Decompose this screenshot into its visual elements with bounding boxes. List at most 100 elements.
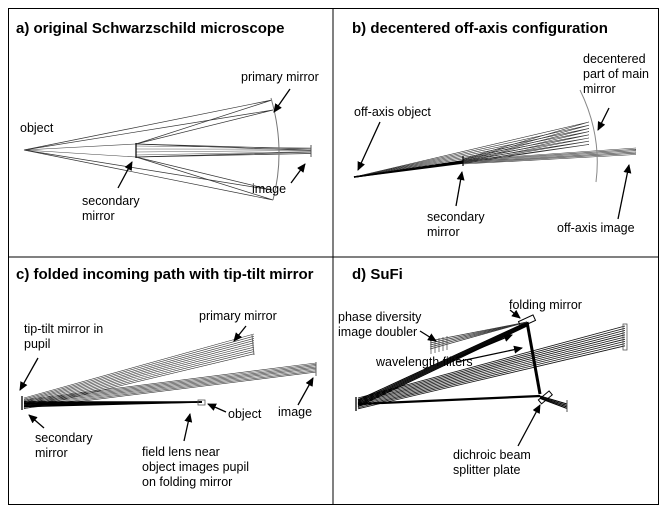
ray-a [23,149,137,158]
ray-c [23,367,317,406]
label-object-c: object [228,407,262,421]
ray-a [135,150,312,153]
ray-b [462,151,637,163]
label-primary-mirror: primary mirror [241,70,319,84]
ray-d [357,324,528,406]
label-primary-mirror-c: primary mirror [199,309,277,323]
ray-c [23,369,317,407]
ray-b [462,152,637,164]
arrow-secondary-mirror [117,161,133,189]
arrow-dichroic [517,404,541,447]
ray-c [23,351,255,408]
ray-c [23,364,317,402]
ray-d [539,396,568,406]
ray-c [23,370,317,408]
ray-d [525,321,542,395]
dichroic-plate-mark [537,390,553,405]
ray-d [357,334,626,404]
ray-d [539,395,568,405]
label-phase-diversity: phase diversity image doubler [338,310,425,339]
label-dichroic: dichroic beam splitter plate [453,448,534,477]
folding-mirror-mark [517,314,537,328]
arrow-field-lens [183,413,193,442]
ray-d [357,336,626,405]
label-off-axis-image: off-axis image [557,221,635,235]
arrow-off-axis-image [617,164,632,220]
decentered-mirror-arc [579,89,598,183]
ray-c [23,349,255,407]
ray-d [357,330,626,401]
ray-d [357,321,528,401]
ray-b [462,149,637,162]
arrow-secondary-mirror-b [455,171,465,207]
arrow-object-c [207,403,227,413]
label-secondary-mirror: secondary mirror [82,194,143,223]
primary-mirror-mark [251,334,255,356]
panel-c-optics [21,333,317,410]
ray-d [357,345,626,410]
label-folding-mirror: folding mirror [509,298,582,312]
arrow-filter-2 [455,345,523,363]
label-decentered-mirror: decentered part of main mirror [583,52,653,96]
ray-c [23,362,317,401]
ray-b [353,134,590,178]
ray-d [357,332,626,402]
arrow-primary-mirror [273,88,291,113]
ray-d [357,338,626,406]
arrow-tip-tilt-mirror [19,357,39,391]
label-field-lens: field lens near object images pupil on f… [142,445,253,489]
arrow-primary-mirror-c [233,325,247,342]
ray-a [23,149,312,201]
ray-c [23,335,255,400]
ray-c [23,333,255,399]
ray-b [353,162,464,178]
ray-b [353,121,590,178]
panel-d: d) SuFi phase diversity image doubler fo… [338,266,628,477]
arrow-image [290,163,306,184]
ray-d [357,341,626,407]
ray-d [357,323,528,404]
ray-c [23,338,255,401]
ray-d [357,394,541,406]
ray-b [353,128,590,178]
ray-c [23,366,317,404]
panel-b: b) decentered off-axis configuration off… [352,20,653,239]
ray-d [357,323,528,405]
ray-d [357,325,528,407]
primary-mirror-d-mark [622,323,628,351]
ray-c [23,353,255,410]
ray-b [462,150,637,162]
ray-c [23,344,255,405]
ray-c [23,401,203,408]
panel-b-title: b) decentered off-axis configuration [352,20,608,37]
ray-a [23,99,312,151]
ray-c [23,340,255,402]
panel-a-title: a) original Schwarzschild microscope [16,20,284,37]
ray-b [462,154,637,165]
ray-a [23,109,312,151]
label-image: image [252,182,286,196]
ray-b [462,147,637,161]
ray-d [539,397,568,409]
label-off-axis-object: off-axis object [354,105,431,119]
label-wavelength-filters: wavelength filters [375,355,473,369]
ray-a [23,143,137,151]
panel-d-optics [355,314,628,412]
arrow-secondary-mirror-c [28,414,45,429]
ray-b [353,131,590,178]
ray-d [429,321,528,350]
ray-d [357,325,626,399]
arrow-image-c [297,377,314,406]
ray-c [23,346,255,406]
ray-b [353,124,590,178]
arrow-off-axis-object [357,121,381,171]
label-object: object [20,121,54,135]
arrow-decentered-mirror [597,107,610,131]
label-tip-tilt-mirror: tip-tilt mirror in pupil [24,322,107,351]
ray-a [135,151,312,156]
panel-c-title: c) folded incoming path with tip-tilt mi… [16,266,314,283]
arrow-phase-diversity [419,330,437,342]
field-lens-mark [197,399,206,406]
ray-a [135,145,312,149]
